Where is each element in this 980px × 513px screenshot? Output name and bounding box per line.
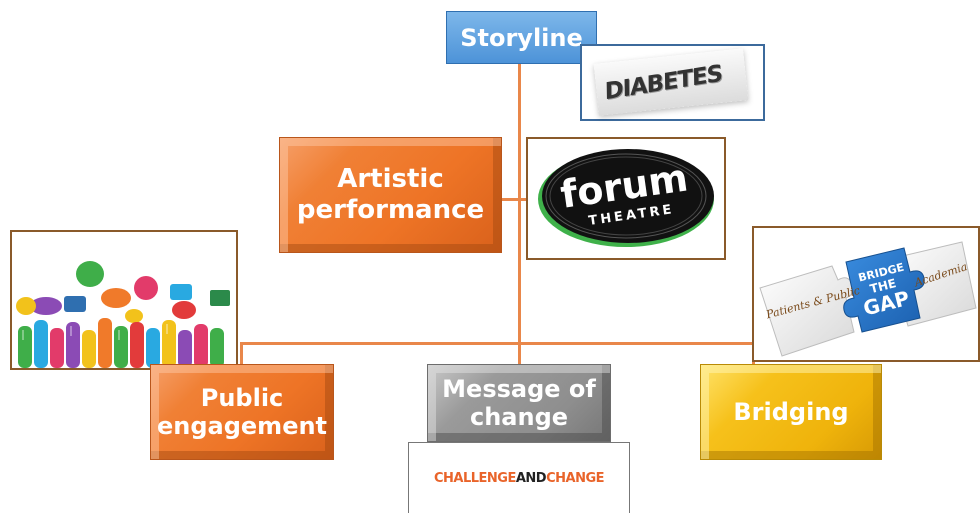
connector-message — [518, 342, 521, 364]
forum-theatre-logo: forum THEATRE — [538, 149, 714, 247]
public-engagement-image — [10, 230, 238, 370]
message-of-change-label: Message of change — [442, 374, 596, 431]
message-of-change-node: Message of change — [427, 364, 611, 442]
connector-forum — [520, 198, 528, 201]
connector-public — [240, 342, 243, 364]
public-engagement-node: Public engagement — [150, 364, 334, 460]
challenge-and-change-image: CHALLENGEANDCHANGE — [408, 442, 630, 513]
and-word: AND — [515, 470, 547, 486]
bridging-label: Bridging — [733, 397, 849, 426]
connector-trunk — [518, 62, 521, 362]
public-engagement-label: Public engagement — [156, 383, 328, 440]
bridging-node: Bridging — [700, 364, 882, 460]
storyline-node: Storyline — [446, 11, 597, 64]
change-word: CHANGE — [546, 470, 605, 486]
diabetes-image: DIABETES — [580, 44, 765, 121]
challenge-word: CHALLENGE — [433, 470, 516, 486]
bridge-the-gap-image: Patients & Public BRIDGE THE GAP Academi… — [752, 226, 980, 362]
storyline-label: Storyline — [460, 23, 583, 52]
puzzle-illustration: Patients & Public BRIDGE THE GAP Academi… — [759, 241, 977, 357]
artistic-performance-label: Artistic performance — [296, 164, 485, 225]
connector-artistic — [500, 198, 520, 201]
artistic-performance-node: Artistic performance — [279, 137, 502, 253]
challenge-and-change-logo: CHALLENGEANDCHANGE — [433, 470, 605, 486]
puzzle-the-text: THE — [869, 276, 898, 296]
hands-illustration — [16, 261, 230, 368]
connector-horizontal — [240, 342, 755, 345]
forum-theatre-image: forum THEATRE — [526, 137, 726, 260]
